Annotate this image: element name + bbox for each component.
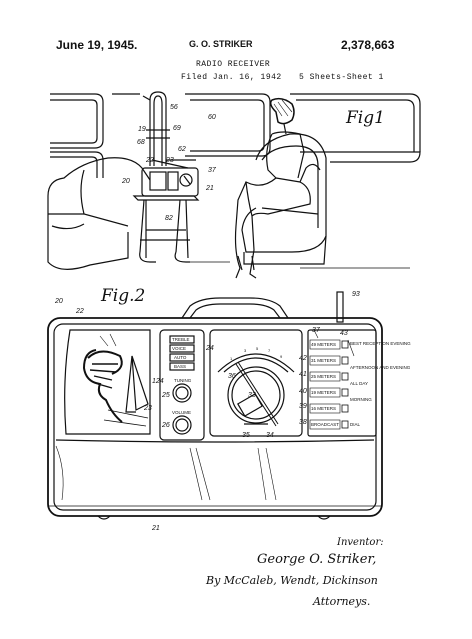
ref2-26: 26 xyxy=(161,422,170,429)
band-label-3: 19 METERS xyxy=(311,390,336,395)
control-label-1: VOICE xyxy=(172,346,186,351)
ref-19: 19 xyxy=(138,126,146,133)
ref2-20: 20 xyxy=(54,298,63,305)
time-label-2: ALL DAY xyxy=(350,381,368,386)
fig1-label: Fig1 xyxy=(346,108,385,128)
ref2-39: 39 xyxy=(299,403,307,410)
ref-23: 23 xyxy=(165,157,174,164)
band-label-5: BROADCAST xyxy=(311,422,339,427)
panel-time-labels: BEST RECEPTION EVENING AFTERNOON AND EVEN… xyxy=(350,341,411,427)
ref2-42: 42 xyxy=(299,355,307,362)
patent-number: 2,378,663 xyxy=(341,38,395,52)
control-label-5: VOLUME xyxy=(172,410,191,415)
fig1-drawing xyxy=(47,91,421,279)
panel-band-labels: 49 METERS 31 METERS 25 METERS 19 METERS 16 M… xyxy=(309,339,349,430)
control-label-4: TUNING xyxy=(174,378,192,383)
ref2-40: 40 xyxy=(299,388,307,395)
ref2-33: 33 xyxy=(248,392,256,399)
ref2-43: 43 xyxy=(340,330,348,337)
attorney-signature: By McCaleb, Wendt, Dickinson xyxy=(206,574,378,587)
time-label-0: BEST RECEPTION EVENING xyxy=(350,341,411,346)
ref2-23: 23 xyxy=(143,405,152,412)
svg-text:3: 3 xyxy=(244,348,247,353)
ref2-24: 24 xyxy=(205,345,214,352)
patent-date: June 19, 1945. xyxy=(56,38,138,52)
ref-56: 56 xyxy=(170,104,178,111)
ref-60: 60 xyxy=(208,114,216,121)
fig2-reference-numerals: 20 22 93 37 43 24 124 25 23 26 36 33 35 … xyxy=(54,291,360,532)
dial-scale: 1 3 5 7 9 xyxy=(230,346,283,361)
band-indicator-1 xyxy=(341,356,349,365)
band-box-0 xyxy=(309,339,341,350)
ref2-22: 22 xyxy=(75,308,84,315)
band-box-1 xyxy=(309,355,341,366)
inventor-label: Inventor: xyxy=(337,537,384,548)
svg-text:1: 1 xyxy=(230,356,233,361)
fig1-reference-numerals: 56 60 19 69 68 62 22 23 37 20 21 82 xyxy=(121,104,217,222)
inventor-signature: George O. Striker, xyxy=(257,552,377,567)
band-indicator-2 xyxy=(341,372,349,381)
band-label-1: 31 METERS xyxy=(311,358,336,363)
control-label-0: TREBLE xyxy=(172,337,190,342)
band-indicator-3 xyxy=(341,388,349,397)
ref2-37: 37 xyxy=(312,327,321,334)
ref-21: 21 xyxy=(205,185,214,192)
sheet-count: 5 Sheets-Sheet 1 xyxy=(299,73,384,82)
time-label-1: AFTERNOON AND EVENING xyxy=(350,365,411,370)
fig2-drawing xyxy=(47,291,383,520)
band-box-4 xyxy=(309,403,341,414)
ref2-25: 25 xyxy=(161,392,170,399)
ref-62: 62 xyxy=(178,146,186,153)
filed-date: Filed Jan. 16, 1942 xyxy=(181,73,282,82)
ref2-34: 34 xyxy=(266,432,274,439)
ref-68: 68 xyxy=(137,139,145,146)
band-box-3 xyxy=(309,387,341,398)
svg-text:9: 9 xyxy=(280,354,283,359)
band-label-0: 49 METERS xyxy=(311,342,336,347)
time-label-4: DIAL xyxy=(350,422,361,427)
ref2-41: 41 xyxy=(299,371,307,378)
ref2-21: 21 xyxy=(151,525,160,532)
time-label-3: MORNING xyxy=(350,397,372,402)
ref-69: 69 xyxy=(173,125,181,132)
attorneys-label: Attorneys. xyxy=(313,595,371,608)
patent-title: RADIO RECEIVER xyxy=(196,60,271,69)
band-indicator-5 xyxy=(341,420,349,429)
ref2-35: 35 xyxy=(242,432,250,439)
control-label-3: BASS xyxy=(174,364,186,369)
ref-37: 37 xyxy=(208,167,217,174)
band-label-2: 25 METERS xyxy=(311,374,336,379)
control-label-2: AUTO xyxy=(174,355,187,360)
band-box-2 xyxy=(309,371,341,382)
band-indicator-4 xyxy=(341,404,349,413)
ref2-36: 36 xyxy=(228,373,236,380)
ref2-93: 93 xyxy=(352,291,360,298)
svg-text:5: 5 xyxy=(256,346,259,351)
ref-20: 20 xyxy=(121,178,130,185)
fig2-label: Fig.2 xyxy=(101,286,146,306)
ref-82: 82 xyxy=(165,215,173,222)
panel-control-labels: TREBLE VOICE AUTO BASS TUNING VOLUME xyxy=(172,337,192,415)
inventor-header: G. O. STRIKER xyxy=(189,39,253,49)
ref-22: 22 xyxy=(145,157,154,164)
svg-text:7: 7 xyxy=(268,348,271,353)
band-label-4: 16 METERS xyxy=(311,406,336,411)
band-box-5 xyxy=(309,419,341,430)
ref2-38: 38 xyxy=(299,419,307,426)
band-indicator-0 xyxy=(341,340,349,349)
ref2-124: 124 xyxy=(152,378,164,385)
